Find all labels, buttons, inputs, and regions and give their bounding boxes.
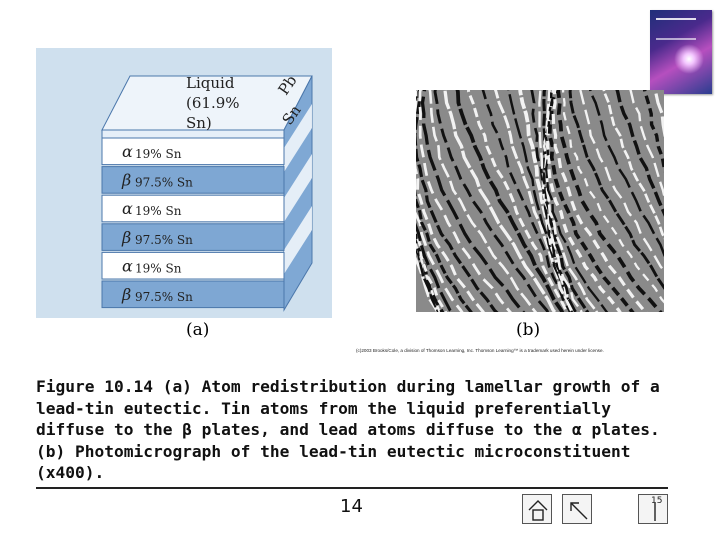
plate-composition: 97.5% Sn [135, 290, 193, 304]
back-arrow-icon [563, 495, 593, 525]
plate-composition: 19% Sn [135, 147, 182, 161]
home-icon [523, 495, 553, 525]
liquid-label-line-2: (61.9% [186, 94, 240, 112]
plate-phase-symbol: β [121, 285, 131, 304]
copyright-notice: (c)2003 Brooks/Cole, a division of Thoms… [356, 348, 666, 353]
eutectic-photomicrograph [416, 90, 664, 312]
page-number: 14 [340, 496, 363, 517]
liquid-label-line-3: Sn) [186, 114, 212, 132]
plate-composition: 19% Sn [135, 204, 182, 218]
plate-composition: 97.5% Sn [135, 233, 193, 247]
plate-composition: 97.5% Sn [135, 176, 193, 190]
plate-composition: 19% Sn [135, 261, 182, 275]
micrograph-texture [416, 90, 664, 312]
previous-slide-button[interactable] [562, 494, 592, 524]
panel-b-label: (b) [516, 320, 540, 340]
plate-phase-symbol: β [121, 171, 131, 190]
liquid-label-line-1: Liquid [186, 74, 235, 92]
home-button[interactable] [522, 494, 552, 524]
plate-phase-symbol: α [122, 142, 133, 161]
plate-phase-symbol: β [121, 228, 131, 247]
figure-caption: Figure 10.14 (a) Atom redistribution dur… [36, 376, 666, 484]
next-slide-button[interactable]: 15 [638, 494, 668, 524]
plate-phase-symbol: α [122, 256, 133, 275]
footer-divider [36, 487, 668, 489]
next-arrow-icon [639, 495, 669, 525]
plate-phase-symbol: α [122, 199, 133, 218]
panel-a-label: (a) [186, 320, 209, 340]
book-cover-thumbnail [650, 10, 712, 94]
